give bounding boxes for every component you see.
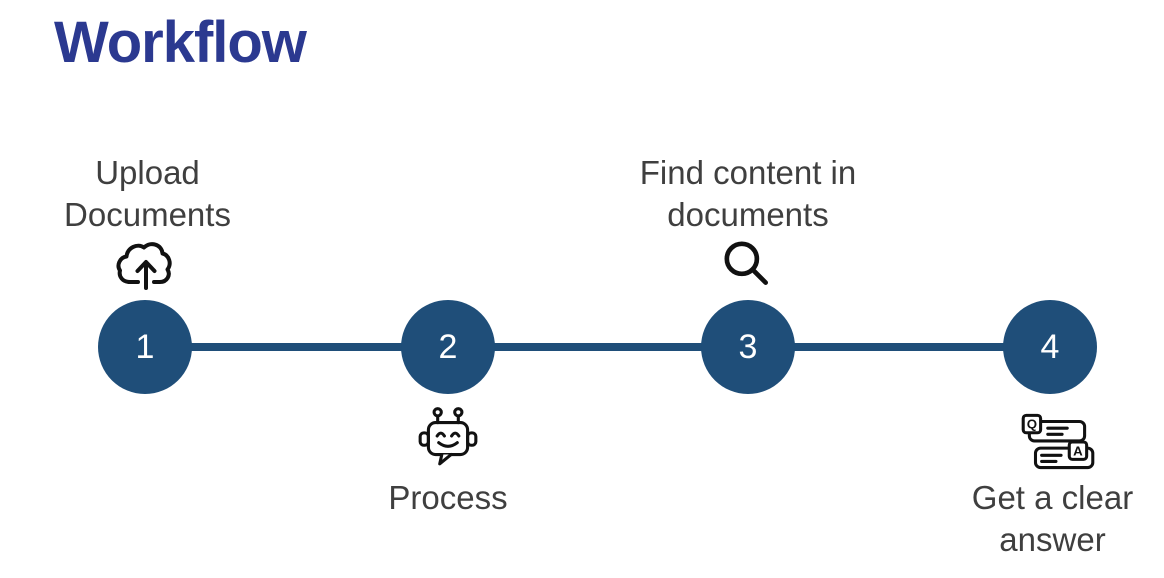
page-title: Workflow: [54, 10, 307, 75]
cloud-upload-icon: [114, 236, 178, 294]
step-1-number: 1: [135, 327, 155, 366]
search-icon: [717, 235, 775, 293]
step-1-label-line-1: Upload: [95, 154, 200, 191]
qa-icon-letter-q: Q: [1027, 417, 1037, 432]
step-3-label-line-2: documents: [667, 196, 829, 233]
step-2-label: Process: [348, 477, 548, 519]
timeline-connector-line: [145, 343, 1050, 351]
question-answer-icon: Q A: [1014, 412, 1102, 474]
step-1-label-line-2: Documents: [64, 196, 231, 233]
step-4-node: 4: [1003, 300, 1097, 394]
step-4-number: 4: [1040, 327, 1060, 366]
step-3-number: 3: [738, 327, 758, 366]
step-2-node: 2: [401, 300, 495, 394]
qa-icon-letter-a: A: [1073, 443, 1083, 458]
step-3-node: 3: [701, 300, 795, 394]
step-3-label: Find content in documents: [623, 152, 873, 236]
step-4-label: Get a clear answer: [955, 477, 1150, 561]
step-2-number: 2: [438, 327, 458, 366]
step-4-label-line-1: Get a clear: [971, 479, 1134, 516]
step-3-label-line-1: Find content in: [639, 154, 857, 191]
robot-chat-icon: [415, 405, 481, 469]
step-2-label-line-1: Process: [388, 479, 508, 516]
step-1-node: 1: [98, 300, 192, 394]
step-4-label-line-2: answer: [999, 521, 1106, 558]
step-1-label: Upload Documents: [15, 152, 280, 236]
